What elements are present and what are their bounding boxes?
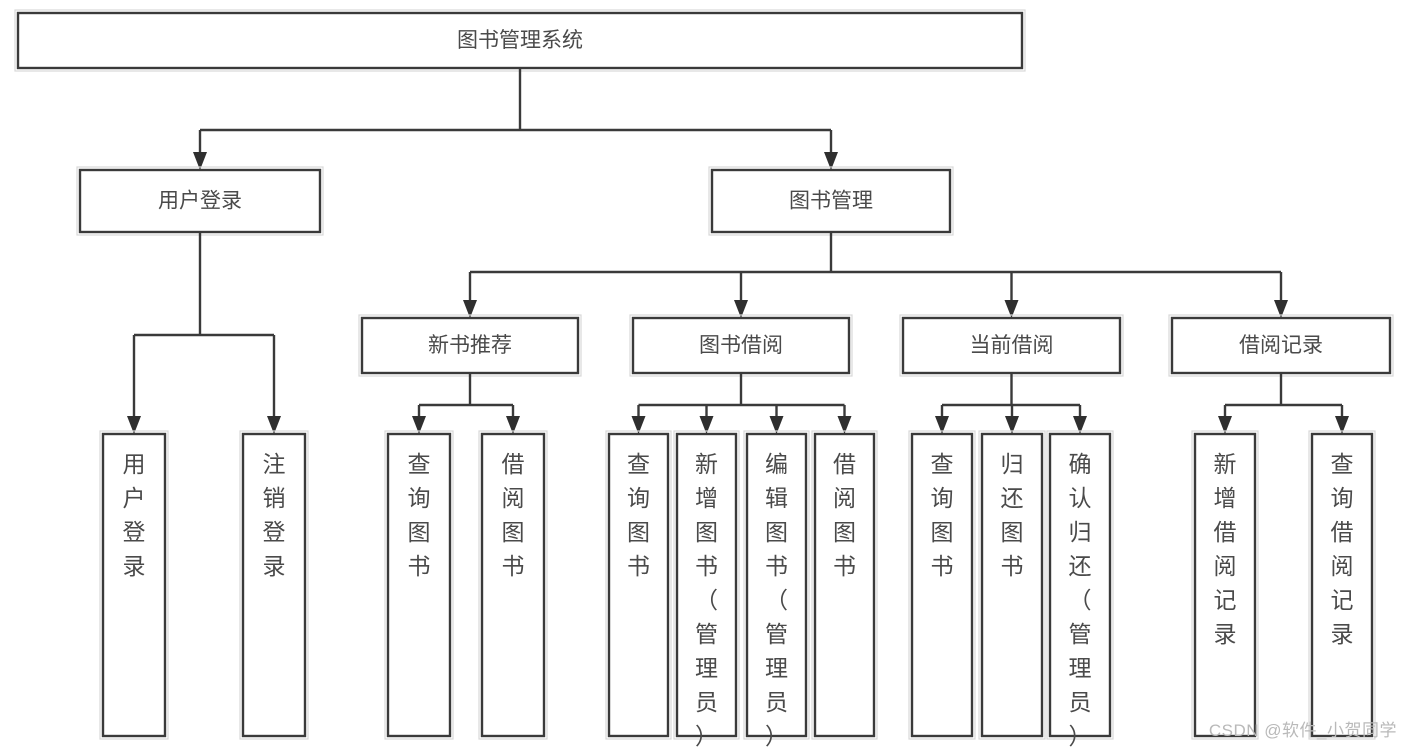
node-label: 图书管理 bbox=[789, 190, 873, 213]
connector-arrow-icon bbox=[127, 416, 141, 434]
connector-arrow-icon bbox=[769, 416, 784, 434]
connector-arrow-icon bbox=[1274, 300, 1288, 318]
tree-node[interactable]: 借阅记录 bbox=[1168, 314, 1394, 377]
node-label: 借阅图书 bbox=[502, 451, 525, 579]
node-label: 查询图书 bbox=[931, 451, 954, 579]
node-box[interactable] bbox=[1193, 432, 1257, 738]
node-label: 查询图书 bbox=[627, 451, 650, 579]
node-halo bbox=[605, 430, 672, 740]
node-box[interactable] bbox=[980, 432, 1044, 738]
tree-node[interactable]: 注销登录 bbox=[239, 430, 309, 740]
node-box[interactable] bbox=[360, 316, 580, 375]
node-label: 图书管理系统 bbox=[457, 29, 583, 52]
node-halo bbox=[673, 430, 740, 740]
tree-node[interactable]: 借阅图书 bbox=[811, 430, 878, 740]
connector-arrow-icon bbox=[267, 416, 281, 434]
node-label: 新增图书（管理员） bbox=[695, 451, 718, 747]
connector-arrow-icon bbox=[412, 416, 426, 434]
node-box[interactable] bbox=[910, 432, 974, 738]
tree-node[interactable]: 新书推荐 bbox=[358, 314, 582, 377]
node-box[interactable] bbox=[1048, 432, 1112, 738]
node-label: 查询借阅记录 bbox=[1331, 451, 1354, 647]
tree-node[interactable]: 图书管理 bbox=[708, 166, 954, 236]
tree-node[interactable]: 图书管理系统 bbox=[14, 9, 1026, 72]
node-label: 用户登录 bbox=[158, 190, 242, 213]
node-label: 归还图书 bbox=[1001, 451, 1024, 579]
node-halo bbox=[1308, 430, 1376, 740]
node-box[interactable] bbox=[607, 432, 670, 738]
tree-node[interactable]: 用户登录 bbox=[99, 430, 169, 740]
node-label: 编辑图书（管理员） bbox=[765, 451, 788, 747]
node-halo bbox=[99, 430, 169, 740]
tree-node[interactable]: 查询借阅记录 bbox=[1308, 430, 1376, 740]
connector-arrow-icon bbox=[935, 416, 949, 434]
node-halo bbox=[478, 430, 548, 740]
node-box[interactable] bbox=[745, 432, 808, 738]
node-box[interactable] bbox=[78, 168, 322, 234]
node-box[interactable] bbox=[241, 432, 307, 738]
connector-arrow-icon bbox=[1005, 416, 1019, 434]
node-label: 借阅图书 bbox=[833, 451, 856, 579]
connector-arrow-icon bbox=[1073, 416, 1087, 434]
node-halo bbox=[743, 430, 810, 740]
connector-arrow-icon bbox=[631, 416, 646, 434]
node-box[interactable] bbox=[631, 316, 851, 375]
node-halo bbox=[1191, 430, 1259, 740]
node-box[interactable] bbox=[675, 432, 738, 738]
tree-node[interactable]: 归还图书 bbox=[978, 430, 1046, 740]
node-label: 借阅记录 bbox=[1239, 334, 1323, 357]
tree-node[interactable]: 当前借阅 bbox=[899, 314, 1124, 377]
connector-arrow-icon bbox=[506, 416, 520, 434]
connector-arrow-icon bbox=[837, 416, 852, 434]
node-halo bbox=[908, 430, 976, 740]
node-box[interactable] bbox=[901, 316, 1122, 375]
node-box[interactable] bbox=[1310, 432, 1374, 738]
node-halo bbox=[239, 430, 309, 740]
node-label: 当前借阅 bbox=[970, 334, 1054, 357]
node-box[interactable] bbox=[1170, 316, 1392, 375]
connector-arrow-icon bbox=[1004, 300, 1019, 318]
node-halo bbox=[384, 430, 454, 740]
node-label: 查询图书 bbox=[408, 451, 431, 579]
connector-arrow-icon bbox=[734, 300, 748, 318]
tree-node[interactable]: 查询图书 bbox=[908, 430, 976, 740]
connector-arrow-icon bbox=[1218, 416, 1232, 434]
connector-arrow-icon bbox=[699, 416, 714, 434]
connector-arrow-icon bbox=[1335, 416, 1349, 434]
node-label: 用户登录 bbox=[123, 451, 146, 579]
node-box[interactable] bbox=[101, 432, 167, 738]
node-label: 图书借阅 bbox=[699, 334, 783, 357]
node-halo bbox=[1046, 430, 1114, 740]
node-box[interactable] bbox=[480, 432, 546, 738]
node-label: 确认归还（管理员） bbox=[1069, 451, 1092, 747]
tree-node[interactable]: 图书借阅 bbox=[629, 314, 853, 377]
node-halo bbox=[978, 430, 1046, 740]
node-box[interactable] bbox=[386, 432, 452, 738]
connector-arrow-icon bbox=[824, 152, 838, 170]
connector-arrow-icon bbox=[193, 152, 207, 170]
tree-node[interactable]: 用户登录 bbox=[76, 166, 324, 236]
connector-arrow-icon bbox=[463, 300, 477, 318]
tree-node[interactable]: 新增借阅记录 bbox=[1191, 430, 1259, 740]
tree-node[interactable]: 编辑图书（管理员） bbox=[743, 430, 810, 749]
node-label: 新书推荐 bbox=[428, 334, 512, 357]
tree-node[interactable]: 查询图书 bbox=[384, 430, 454, 740]
node-label: 新增借阅记录 bbox=[1214, 451, 1237, 647]
tree-node[interactable]: 借阅图书 bbox=[478, 430, 548, 740]
tree-node[interactable]: 查询图书 bbox=[605, 430, 672, 740]
tree-node[interactable]: 确认归还（管理员） bbox=[1046, 430, 1114, 749]
tree-node[interactable]: 新增图书（管理员） bbox=[673, 430, 740, 749]
node-label: 注销登录 bbox=[263, 451, 286, 579]
node-box[interactable] bbox=[813, 432, 876, 738]
node-halo bbox=[811, 430, 878, 740]
